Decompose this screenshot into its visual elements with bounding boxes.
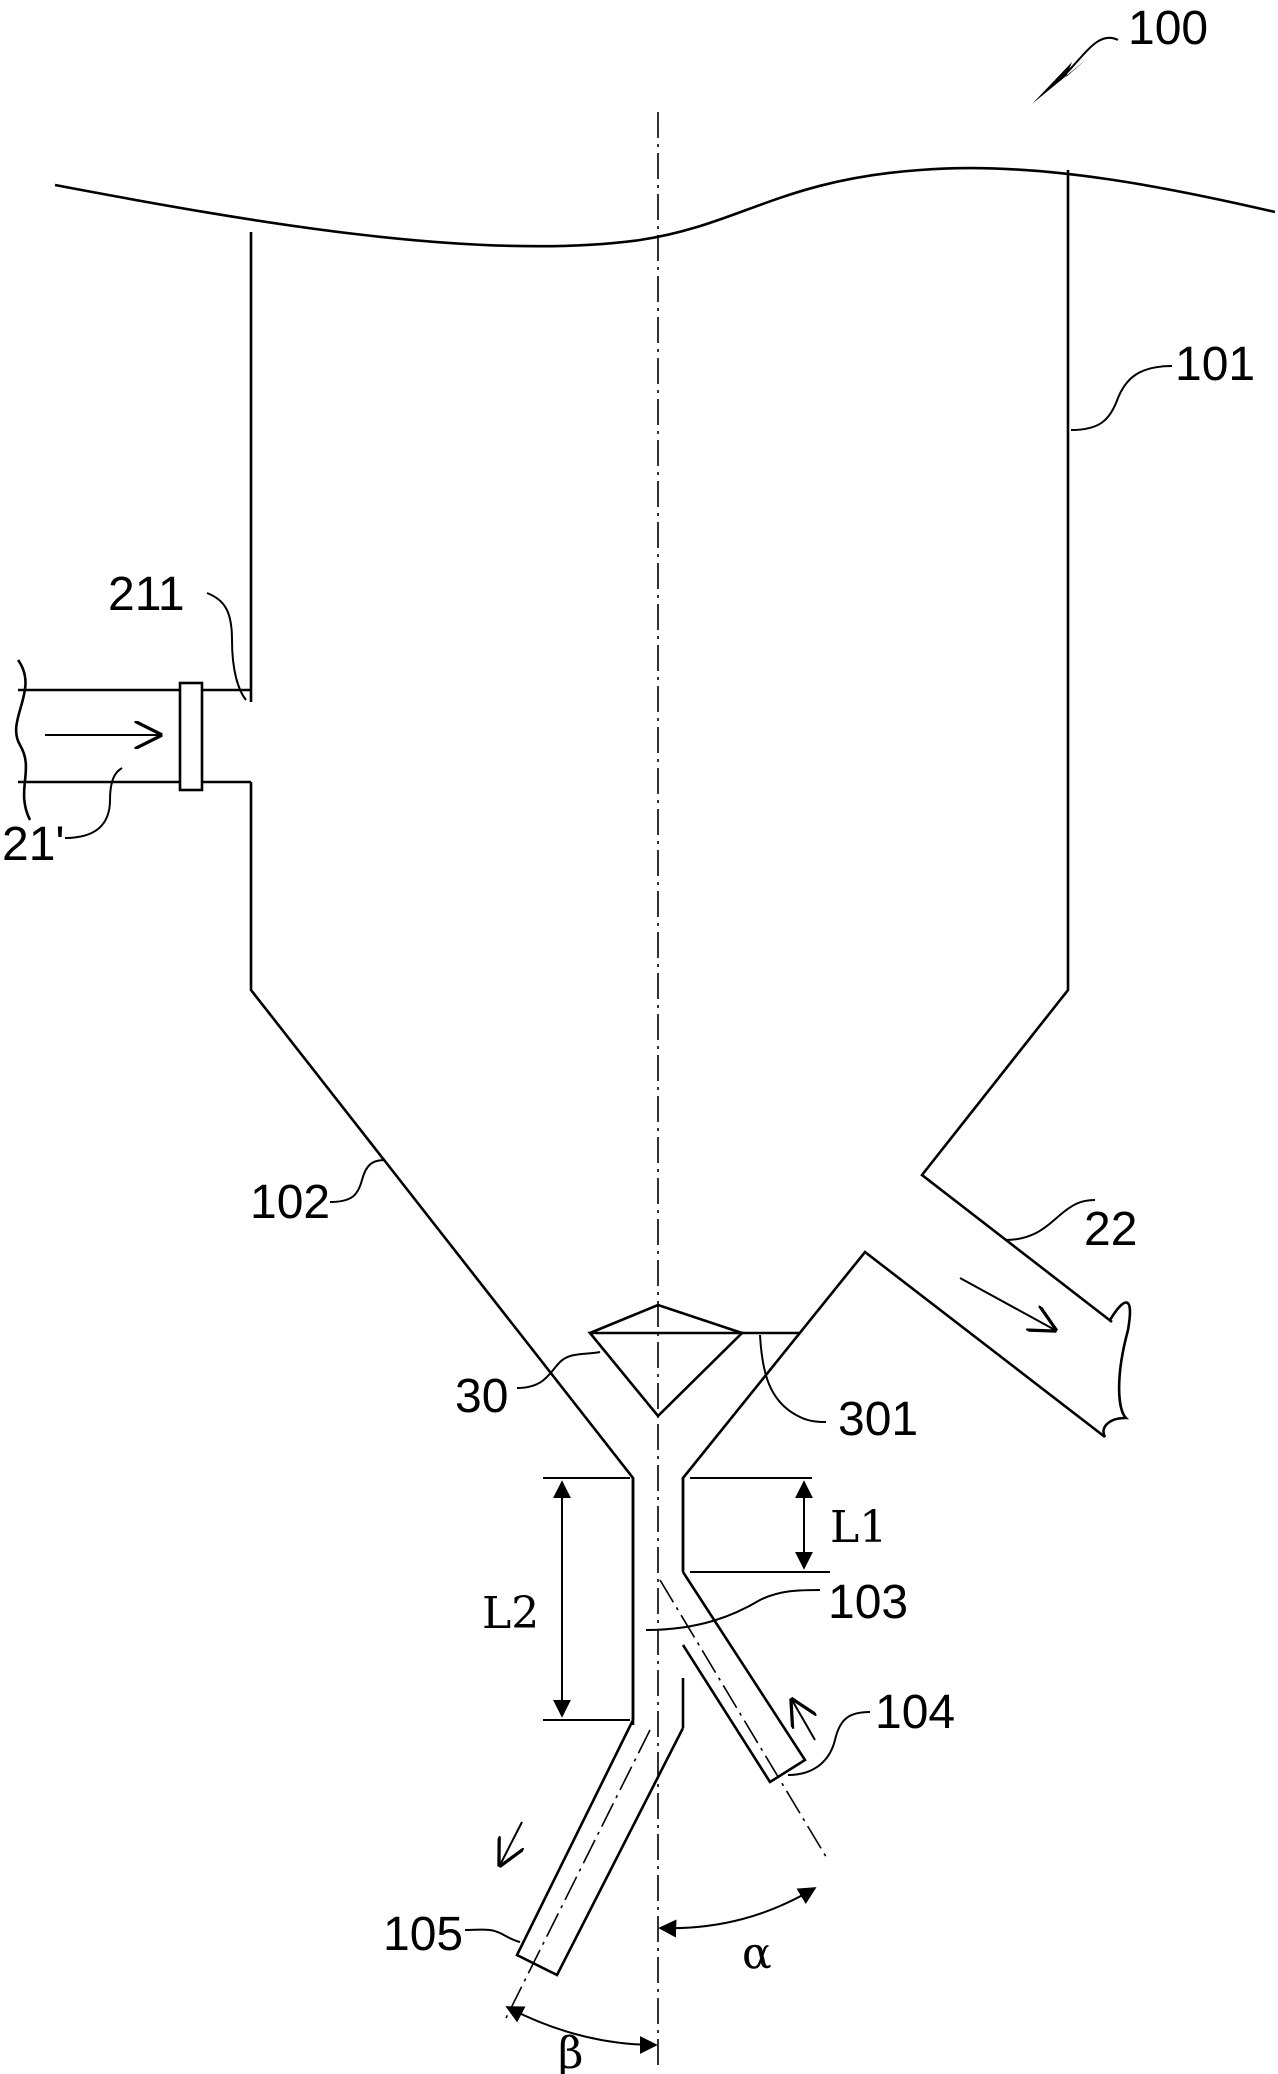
leader-211: [206, 592, 247, 701]
label-l2: L2: [482, 1588, 539, 1639]
exhaust-break-line: [1102, 1301, 1132, 1438]
assembly-arrow: [1032, 58, 1088, 104]
leader-105: [464, 1928, 521, 1943]
label-301: 301: [838, 1393, 918, 1446]
inlet-branch-104: [681, 1571, 807, 1784]
label-l1: L1: [830, 1502, 887, 1553]
discharge-flow-arrow: [500, 1821, 522, 1865]
label-211: 211: [108, 568, 185, 621]
assembly-arrow-tail: [1059, 36, 1119, 81]
label-100: 100: [1128, 2, 1208, 55]
leader-102: [329, 1159, 386, 1203]
label-alpha: α: [742, 1928, 772, 1979]
discharge-branch-105: [515, 1719, 685, 1977]
deflector-cone: [587, 1303, 746, 1418]
leader-101: [1070, 365, 1173, 431]
label-102: 102: [250, 1176, 330, 1229]
label-21: 21': [2, 818, 65, 871]
label-105: 105: [383, 1908, 463, 1961]
angle-beta-arc: [505, 2006, 658, 2054]
leader-22: [1004, 1199, 1096, 1241]
label-30: 30: [455, 1370, 508, 1423]
leader-21: [64, 767, 123, 839]
leader-103: [645, 1589, 821, 1631]
label-101: 101: [1175, 338, 1255, 391]
top-break-line: [54, 166, 1276, 248]
feed-pipe: [18, 688, 251, 784]
vessel-right-wall: [920, 170, 1113, 1324]
label-22: 22: [1084, 1203, 1137, 1256]
leader-301: [759, 1334, 827, 1423]
vessel-left-wall: [249, 232, 635, 1725]
label-beta: β: [558, 2028, 583, 2074]
flange-211: [178, 681, 204, 792]
leader-104: [787, 1711, 871, 1776]
label-104: 104: [875, 1686, 955, 1739]
feed-break-line: [14, 659, 32, 821]
inlet-flow-arrow: [792, 1700, 815, 1741]
angle-alpha-arc: [658, 1887, 817, 1938]
label-103: 103: [828, 1576, 908, 1629]
discharge-branch-axis: [504, 1729, 651, 2021]
exhaust-flow-arrow: [959, 1277, 1055, 1330]
leader-30: [516, 1351, 601, 1389]
